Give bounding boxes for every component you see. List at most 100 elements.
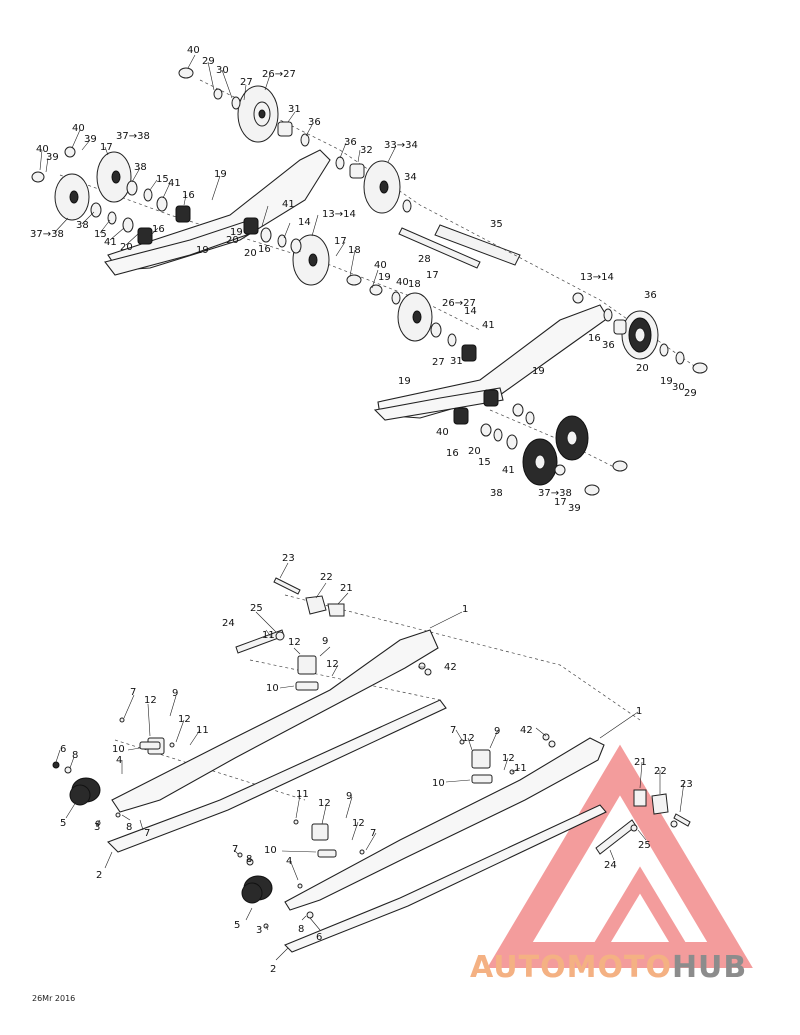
callout: 3 [256, 925, 262, 936]
callout: 41 [104, 237, 117, 248]
small-parts-upper [31, 67, 708, 496]
callout: 10 [264, 845, 277, 856]
wheel-26-27-top [237, 85, 279, 143]
leader-lines-lower [55, 562, 685, 961]
callout: 20 [244, 248, 257, 259]
callout: 12 [352, 818, 365, 829]
callout: 39 [46, 152, 59, 163]
callout: 16 [588, 333, 601, 344]
plate-21-front [633, 789, 647, 807]
upper-assembly [31, 54, 708, 496]
callout: 8 [72, 750, 78, 761]
callout: 12 [462, 733, 475, 744]
callout: 5 [234, 920, 240, 931]
callout: 9 [346, 791, 352, 802]
callout: 36 [308, 117, 321, 128]
callout: 36 [602, 340, 615, 351]
callout: 9 [494, 726, 500, 737]
watermark-brand: AUTOMOTOHUB [470, 950, 800, 990]
callout: 38 [134, 162, 147, 173]
callout: 22 [654, 766, 667, 777]
callout: 31 [450, 356, 463, 367]
callout: 17 [426, 270, 439, 281]
callout: 7 [450, 725, 456, 736]
wheel-37-38-left-b [96, 151, 132, 203]
callout: 16 [258, 244, 271, 255]
callout: 7 [232, 844, 238, 855]
callout: 9 [172, 688, 178, 699]
callout: 26→27 [262, 69, 296, 80]
callout: 35 [490, 219, 503, 230]
callout: 8 [246, 854, 252, 865]
watermark-triangle-logo [487, 744, 753, 968]
callout: 15 [156, 174, 169, 185]
callout: 15 [478, 457, 491, 468]
callout: 19 [532, 366, 545, 377]
callout: 24 [222, 618, 235, 629]
callout: 19 [230, 227, 243, 238]
callout: 30 [672, 382, 685, 393]
callout: 3 [94, 822, 100, 833]
callout: 41 [282, 199, 295, 210]
callout: 2 [96, 870, 102, 881]
slider-10-a [295, 681, 319, 691]
callout: 18 [348, 245, 361, 256]
callout: 12 [144, 695, 157, 706]
callout: 21 [340, 583, 353, 594]
block-9-c [311, 823, 329, 841]
callout: 19 [378, 272, 391, 283]
callout: 41 [168, 178, 181, 189]
slider-10-c [317, 849, 337, 858]
callout: 8 [298, 924, 304, 935]
callout: 40 [36, 144, 49, 155]
slide-rail-1-rear [111, 629, 439, 813]
callout: 36 [644, 290, 657, 301]
callout: 31 [288, 104, 301, 115]
callout: 38 [490, 488, 503, 499]
callout: 40 [396, 277, 409, 288]
callout: 39 [84, 134, 97, 145]
callout: 9 [322, 636, 328, 647]
shaft-35 [434, 224, 521, 266]
callout: 13→14 [580, 272, 614, 283]
lower-assembly [52, 562, 691, 961]
brand-part2: HUB [671, 950, 748, 985]
brand-part1: AUTOMOTO [470, 950, 672, 985]
plate-22-rear [305, 595, 327, 615]
callout: 41 [482, 320, 495, 331]
callout: 19 [660, 376, 673, 387]
callout: 40 [72, 123, 85, 134]
callout: 20 [636, 363, 649, 374]
callout: 12 [318, 798, 331, 809]
callout: 6 [316, 932, 322, 943]
callout: 21 [634, 757, 647, 768]
callout: 17 [334, 236, 347, 247]
wheel-13-14-b [397, 292, 433, 342]
callout: 33→34 [384, 140, 418, 151]
callout: 5 [60, 818, 66, 829]
callout: 11 [196, 725, 209, 736]
callout: 2 [270, 964, 276, 975]
callout: 10 [112, 744, 125, 755]
callout: 17 [554, 497, 567, 508]
callout: 4 [286, 856, 292, 867]
callout: 16 [152, 224, 165, 235]
wheel-37-38-left-a [54, 173, 90, 221]
callout: 12 [178, 714, 191, 725]
callout: 42 [520, 725, 533, 736]
callout: 40 [374, 260, 387, 271]
runner-2-front [284, 804, 607, 953]
callout: 30 [216, 65, 229, 76]
callout: 34 [404, 172, 417, 183]
callout: 29 [684, 388, 697, 399]
callout: 32 [360, 145, 373, 156]
callout: 40 [187, 45, 200, 56]
block-9-d [471, 749, 491, 769]
callout: 6 [60, 744, 66, 755]
runner-2-rear [107, 699, 447, 853]
callout: 41 [502, 465, 515, 476]
slider-10-d [471, 774, 493, 784]
callout: 4 [116, 755, 122, 766]
callout: 36 [344, 137, 357, 148]
